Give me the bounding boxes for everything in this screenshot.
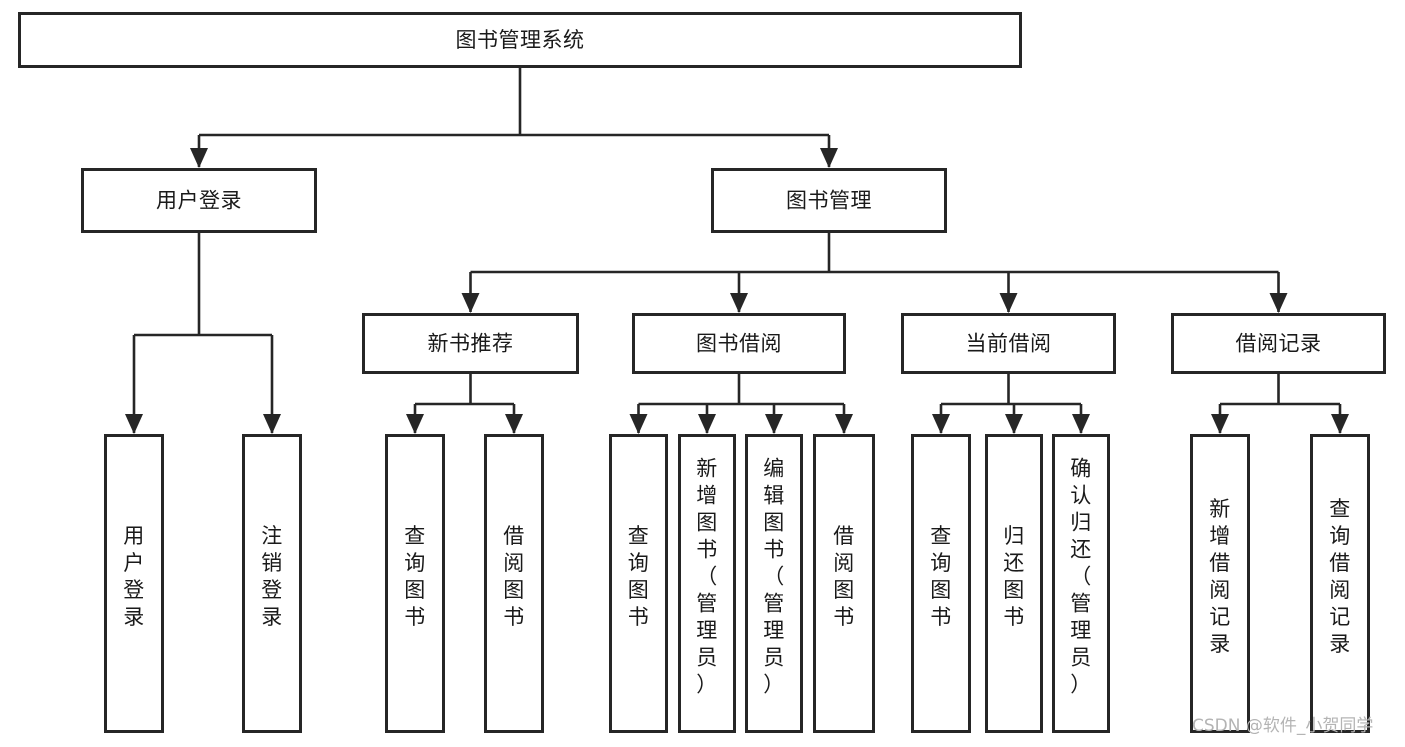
node-leaf-cur-query[interactable]: 查询图书 <box>911 434 971 733</box>
node-leaf-rec-borrow[interactable]: 借阅图书 <box>484 434 544 733</box>
node-label-leaf-cur-query: 查询图书 <box>930 524 952 629</box>
node-leaf-cur-confirm[interactable]: 确认归还（管理员） <box>1052 434 1110 733</box>
node-label-borrow-record: 借阅记录 <box>1236 332 1322 356</box>
node-leaf-borrow-edit[interactable]: 编辑图书（管理员） <box>745 434 803 733</box>
arrow-head-borrow-record-to-leaf-rec-search <box>1331 414 1349 434</box>
node-box-leaf-rec-borrow <box>484 434 544 733</box>
arrow-head-root-to-user-login <box>190 148 208 168</box>
arrow-head-book-manage-to-borrow-record <box>1269 293 1288 313</box>
arrow-head-new-book-rec-to-leaf-rec-query <box>406 414 424 434</box>
node-label-leaf-rec-search: 查询借阅记录 <box>1329 497 1351 656</box>
node-box-book-manage <box>711 168 947 233</box>
arrow-head-new-book-rec-to-leaf-rec-borrow <box>505 414 523 434</box>
node-box-leaf-cur-return <box>985 434 1043 733</box>
node-leaf-user-logout[interactable]: 注销登录 <box>242 434 302 733</box>
node-label-leaf-cur-return: 归还图书 <box>1003 524 1025 629</box>
node-label-leaf-rec-borrow: 借阅图书 <box>503 524 525 629</box>
node-box-leaf-borrow-query <box>609 434 668 733</box>
node-label-root: 图书管理系统 <box>456 28 585 52</box>
node-leaf-borrow-query[interactable]: 查询图书 <box>609 434 668 733</box>
node-book-manage[interactable]: 图书管理 <box>711 168 947 233</box>
node-box-leaf-borrow-add <box>678 434 736 733</box>
node-leaf-rec-search[interactable]: 查询借阅记录 <box>1310 434 1370 733</box>
node-box-leaf-rec-add <box>1190 434 1250 733</box>
node-label-leaf-borrow-query: 查询图书 <box>628 524 650 629</box>
node-book-borrow[interactable]: 图书借阅 <box>632 313 846 374</box>
node-box-leaf-rec-query <box>385 434 445 733</box>
arrow-head-current-borrow-to-leaf-cur-query <box>932 414 950 434</box>
node-box-leaf-user-logout <box>242 434 302 733</box>
node-leaf-borrow-add[interactable]: 新增图书（管理员） <box>678 434 736 733</box>
node-box-root <box>18 12 1022 68</box>
node-leaf-borrow-do[interactable]: 借阅图书 <box>813 434 875 733</box>
node-leaf-rec-query[interactable]: 查询图书 <box>385 434 445 733</box>
node-label-book-borrow: 图书借阅 <box>696 332 782 356</box>
arrow-head-book-manage-to-new-book-rec <box>461 293 480 313</box>
node-label-leaf-borrow-add: 新增图书（管理员） <box>696 457 718 697</box>
node-box-book-borrow <box>632 313 846 374</box>
node-label-book-manage: 图书管理 <box>786 189 872 213</box>
node-label-new-book-rec: 新书推荐 <box>428 332 514 356</box>
node-borrow-record[interactable]: 借阅记录 <box>1171 313 1386 374</box>
node-label-leaf-user-logout: 注销登录 <box>261 524 283 629</box>
arrow-head-current-borrow-to-leaf-cur-confirm <box>1072 414 1090 434</box>
node-new-book-rec[interactable]: 新书推荐 <box>362 313 579 374</box>
arrow-head-user-login-to-leaf-user-logout <box>263 414 281 434</box>
arrow-head-book-manage-to-current-borrow <box>999 293 1018 313</box>
node-box-user-login <box>81 168 317 233</box>
node-leaf-user-login[interactable]: 用户登录 <box>104 434 164 733</box>
node-box-leaf-cur-confirm <box>1052 434 1110 733</box>
node-box-leaf-user-login <box>104 434 164 733</box>
node-label-user-login: 用户登录 <box>156 189 242 213</box>
node-box-borrow-record <box>1171 313 1386 374</box>
connector-lines-layer <box>125 68 1349 434</box>
node-label-leaf-borrow-do: 借阅图书 <box>833 524 855 629</box>
node-box-leaf-rec-search <box>1310 434 1370 733</box>
arrow-head-book-borrow-to-leaf-borrow-add <box>698 414 716 434</box>
node-box-leaf-cur-query <box>911 434 971 733</box>
node-box-current-borrow <box>901 313 1116 374</box>
node-current-borrow[interactable]: 当前借阅 <box>901 313 1116 374</box>
arrow-head-current-borrow-to-leaf-cur-return <box>1005 414 1023 434</box>
arrow-head-user-login-to-leaf-user-login <box>125 414 143 434</box>
arrow-head-book-manage-to-book-borrow <box>730 293 748 313</box>
arrow-head-book-borrow-to-leaf-borrow-query <box>629 414 648 434</box>
node-box-leaf-borrow-edit <box>745 434 803 733</box>
node-user-login[interactable]: 用户登录 <box>81 168 317 233</box>
node-label-current-borrow: 当前借阅 <box>966 332 1052 356</box>
node-leaf-rec-add[interactable]: 新增借阅记录 <box>1190 434 1250 733</box>
nodes-layer: 图书管理系统用户登录图书管理新书推荐图书借阅当前借阅借阅记录用户登录注销登录查询… <box>18 12 1386 733</box>
arrow-head-root-to-book-manage <box>820 148 838 168</box>
node-label-leaf-user-login: 用户登录 <box>123 524 145 629</box>
node-label-leaf-rec-query: 查询图书 <box>404 524 426 629</box>
node-leaf-cur-return[interactable]: 归还图书 <box>985 434 1043 733</box>
node-box-new-book-rec <box>362 313 579 374</box>
node-root[interactable]: 图书管理系统 <box>18 12 1022 68</box>
node-label-leaf-borrow-edit: 编辑图书（管理员） <box>763 457 785 697</box>
arrow-head-book-borrow-to-leaf-borrow-edit <box>765 414 783 434</box>
arrow-head-borrow-record-to-leaf-rec-add <box>1211 414 1229 434</box>
csdn-watermark: CSDN @软件_小贺同学 <box>1192 716 1373 736</box>
node-box-leaf-borrow-do <box>813 434 875 733</box>
node-label-leaf-cur-confirm: 确认归还（管理员） <box>1070 457 1092 697</box>
arrow-head-book-borrow-to-leaf-borrow-do <box>835 414 853 434</box>
node-label-leaf-rec-add: 新增借阅记录 <box>1209 497 1231 656</box>
